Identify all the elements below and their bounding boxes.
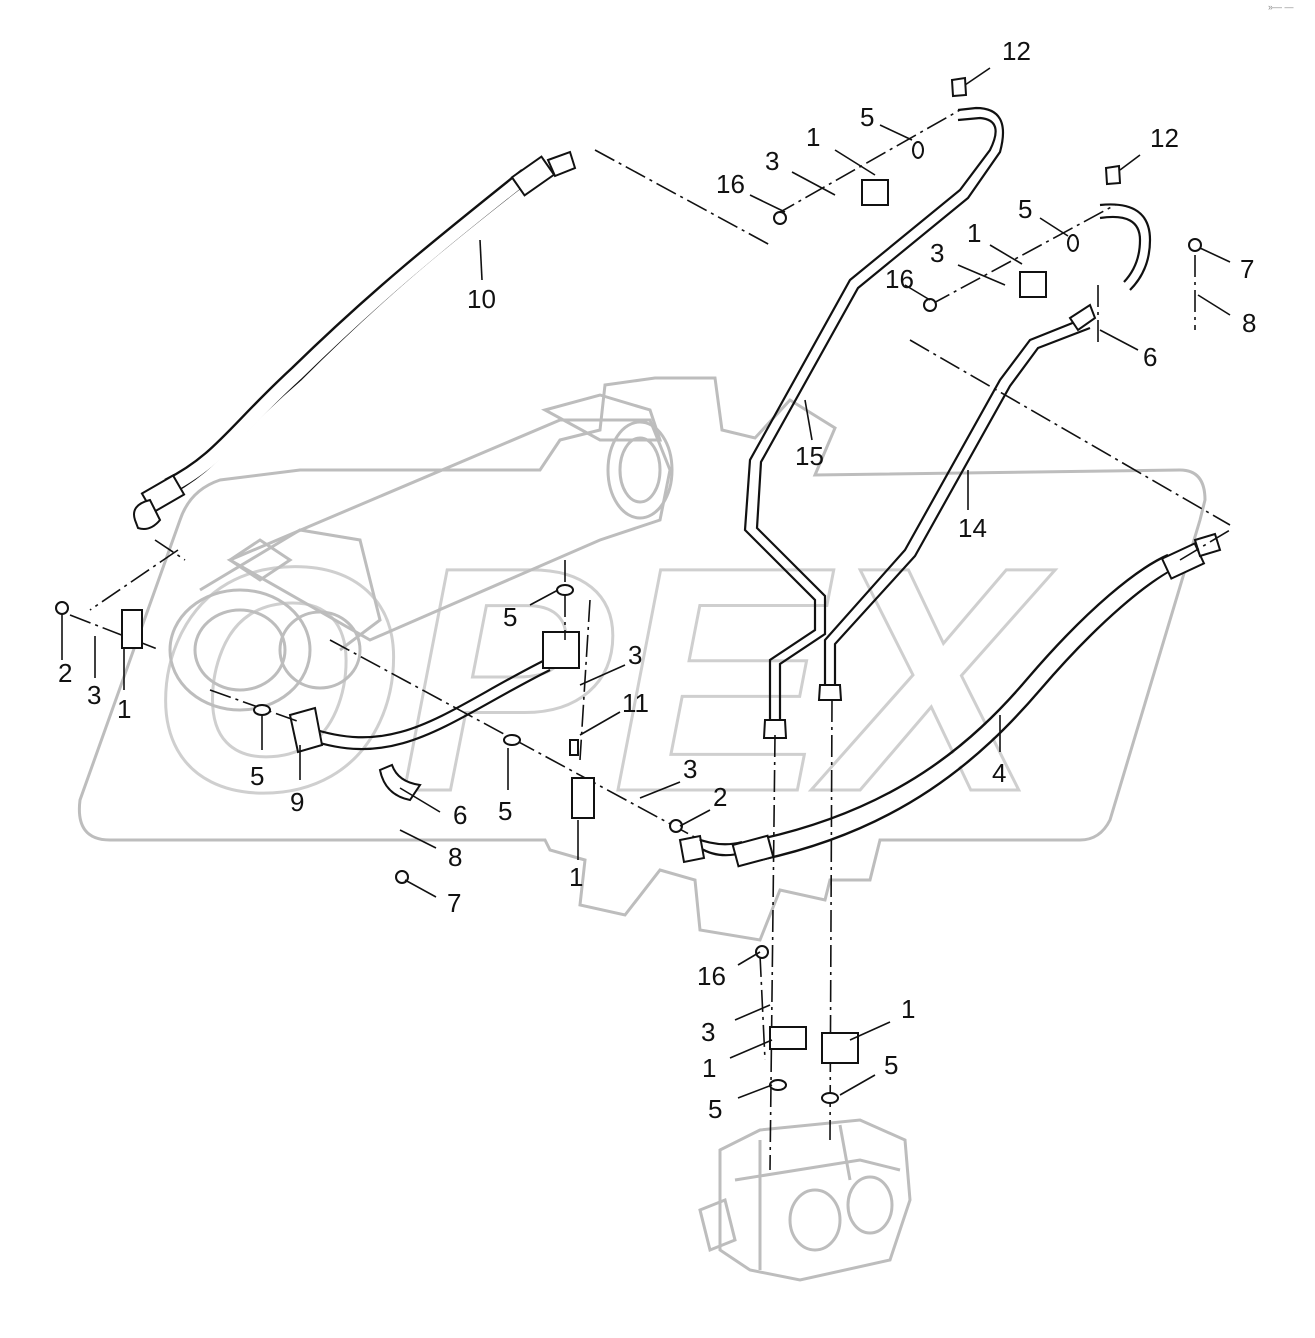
watermark-text: OPEX <box>150 500 1056 858</box>
control-valve-block <box>698 1118 912 1282</box>
callout-1d: 1 <box>569 862 583 892</box>
callout-7b: 7 <box>447 888 461 918</box>
o-ring <box>769 1079 787 1091</box>
bolt-head <box>755 945 769 959</box>
callout-numbers: 12 12 5 1 3 16 5 1 3 16 7 8 6 10 15 14 2… <box>58 36 1256 1124</box>
callout-3e: 3 <box>683 754 697 784</box>
callout-16b: 16 <box>885 264 914 294</box>
clamp-half <box>821 1032 859 1064</box>
clamp-half <box>1019 271 1047 298</box>
callout-11: 11 <box>622 688 649 718</box>
o-ring <box>1067 234 1079 252</box>
callout-3c: 3 <box>87 680 101 710</box>
callout-3d: 3 <box>628 640 642 670</box>
clamp-half <box>571 777 595 819</box>
callout-5g: 5 <box>708 1094 722 1124</box>
fitting-12 <box>950 76 968 98</box>
bolt-11 <box>569 739 579 756</box>
hydraulic-cylinder <box>168 393 674 712</box>
callout-6b: 6 <box>453 800 467 830</box>
tube-15 <box>743 106 1005 739</box>
callout-2a: 2 <box>58 658 72 688</box>
bolt-head <box>923 298 937 312</box>
callout-7a: 7 <box>1240 254 1254 284</box>
o-ring <box>556 584 574 596</box>
callout-1a: 1 <box>806 122 820 152</box>
hose-10 <box>133 150 577 530</box>
o-ring <box>503 734 521 746</box>
callout-6a: 6 <box>1143 342 1157 372</box>
callout-3b: 3 <box>930 238 944 268</box>
callout-12a: 12 <box>1002 36 1031 66</box>
callout-12b: 12 <box>1150 123 1179 153</box>
saddle-clamp <box>378 763 422 802</box>
callout-3a: 3 <box>765 146 779 176</box>
callout-5a: 5 <box>860 102 874 132</box>
watermark-gear <box>77 376 1207 942</box>
bolt-head <box>669 819 683 833</box>
block-clamp <box>542 631 580 669</box>
callout-16a: 16 <box>716 169 745 199</box>
nut <box>1188 238 1202 252</box>
callout-1e: 1 <box>702 1053 716 1083</box>
callout-5d: 5 <box>250 761 264 791</box>
callout-16c: 16 <box>697 961 726 991</box>
callout-5e: 5 <box>498 796 512 826</box>
fitting-12 <box>1104 164 1122 186</box>
hose-fitting <box>731 834 775 868</box>
callout-10: 10 <box>467 284 496 314</box>
bolt-head <box>55 601 69 615</box>
callout-5f: 5 <box>884 1050 898 1080</box>
hose-9 <box>288 631 580 754</box>
callout-8a: 8 <box>1242 308 1256 338</box>
hose-fitting <box>510 155 556 197</box>
hardware-parts <box>55 76 1202 1104</box>
o-ring <box>253 704 271 716</box>
callout-5c: 5 <box>503 602 517 632</box>
o-ring <box>912 141 924 159</box>
callout-1b: 1 <box>967 218 981 248</box>
o-ring <box>821 1092 839 1104</box>
callout-8b: 8 <box>448 842 462 872</box>
callout-5b: 5 <box>1018 194 1032 224</box>
callout-2b: 2 <box>713 782 727 812</box>
callout-9: 9 <box>290 787 304 817</box>
corner-mark: »— — <box>1268 2 1294 12</box>
callout-1c: 1 <box>117 694 131 724</box>
callout-1f: 1 <box>901 994 915 1024</box>
callout-4: 4 <box>992 758 1006 788</box>
callout-14: 14 <box>958 513 987 543</box>
leader-lines <box>61 67 1231 1099</box>
clamp-6 <box>1068 303 1097 332</box>
clamp-half <box>121 609 143 649</box>
bolt-head <box>773 211 787 225</box>
clamp-half <box>861 179 889 206</box>
tube-14 <box>817 203 1152 701</box>
callout-3f: 3 <box>701 1017 715 1047</box>
callout-15: 15 <box>795 441 824 471</box>
clamp-half <box>769 1026 807 1050</box>
